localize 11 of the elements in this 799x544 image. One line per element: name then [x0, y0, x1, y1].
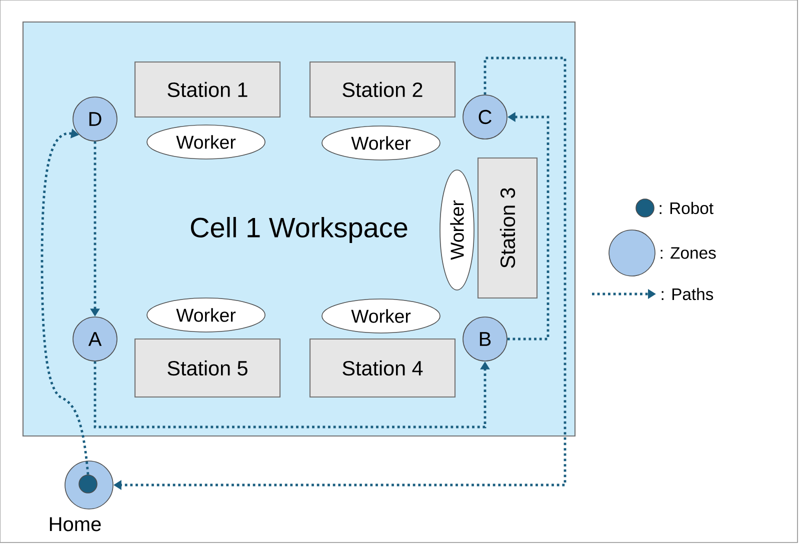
station-box: Station 2	[309, 61, 456, 118]
station-box: Station 1	[134, 61, 281, 118]
node-caption: Home	[50, 517, 101, 532]
station-box: Station 3	[477, 157, 538, 299]
legend-label: : Zones	[660, 247, 716, 259]
robot-dot	[78, 474, 98, 494]
path-arrow	[40, 128, 90, 475]
legend-label: : Paths	[662, 288, 714, 300]
station-box: Station 4	[309, 338, 456, 398]
legend-label: : Robot	[660, 202, 714, 214]
station-box: Station 5	[134, 338, 281, 398]
